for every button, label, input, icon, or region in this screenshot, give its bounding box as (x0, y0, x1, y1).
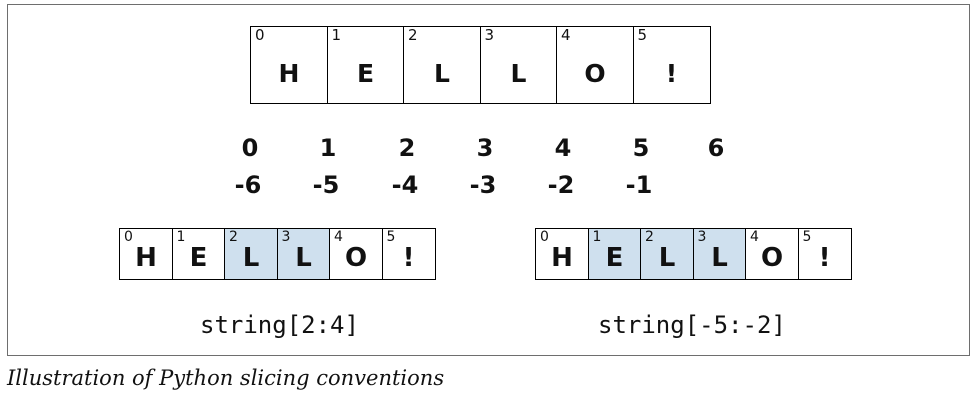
cell-index: 3 (281, 229, 291, 245)
positive-index: 3 (476, 134, 494, 162)
positive-index: 2 (398, 134, 416, 162)
negative-index: -6 (234, 171, 262, 199)
cell-index: 0 (124, 229, 133, 245)
cell-char: L (658, 243, 676, 273)
cell-char: E (605, 243, 624, 273)
cell-char: O (344, 243, 368, 273)
negative-index: -4 (391, 171, 419, 199)
cell-index: 2 (408, 26, 418, 44)
cell-char: O (760, 243, 784, 273)
cell-char: H (135, 243, 157, 273)
cell-index: 0 (540, 229, 549, 245)
cell-index: 2 (645, 229, 654, 245)
cell-char: H (278, 59, 300, 88)
cell-index: 5 (802, 229, 812, 245)
positive-index: 4 (554, 134, 572, 162)
cell-index: 1 (176, 229, 186, 245)
cell-char: L (510, 59, 527, 88)
cell-char: L (242, 243, 260, 273)
string-cell: 5! (632, 26, 711, 104)
negative-index-row: -6 -5 -4 -3 -2 -1 (0, 0, 980, 197)
cell-index: 0 (255, 26, 265, 44)
cell-char: ! (818, 243, 831, 273)
cell-char: H (551, 243, 573, 273)
cell-index: 4 (561, 26, 571, 44)
positive-index-row: 0 1 2 3 4 5 6 (0, 0, 980, 160)
negative-index: -3 (469, 171, 497, 199)
figure-frame (7, 4, 970, 356)
positive-index: 6 (707, 134, 725, 162)
negative-index: -1 (625, 171, 653, 199)
cell-char: ! (402, 243, 415, 273)
cell-index: 3 (697, 229, 707, 245)
cell-index: 1 (592, 229, 602, 245)
left-slice-label: string[2:4] (200, 311, 359, 339)
cell-index: 2 (229, 229, 238, 245)
cell-char: L (295, 243, 312, 273)
cell-char: E (356, 59, 375, 88)
figure-caption: Illustration of Python slicing conventio… (7, 366, 445, 390)
cell-char: ! (665, 59, 678, 88)
cell-char: L (434, 59, 450, 88)
cell-index: 4 (334, 229, 343, 245)
cell-char: L (711, 243, 728, 273)
cell-index: 1 (331, 26, 342, 44)
cell-index: 5 (637, 26, 648, 44)
right-slice-label: string[-5:-2] (598, 311, 786, 339)
negative-index: -5 (312, 171, 340, 199)
negative-index: -2 (547, 171, 575, 199)
cell-index: 4 (750, 229, 759, 245)
positive-index: 1 (319, 134, 337, 162)
string-cell: 5! (381, 228, 436, 280)
cell-char: E (189, 243, 208, 273)
cell-index: 3 (484, 26, 495, 44)
cell-index: 5 (386, 229, 396, 245)
cell-char: O (584, 59, 606, 88)
positive-index: 0 (241, 134, 259, 162)
string-cell: 5! (797, 228, 852, 280)
positive-index: 5 (632, 134, 650, 162)
